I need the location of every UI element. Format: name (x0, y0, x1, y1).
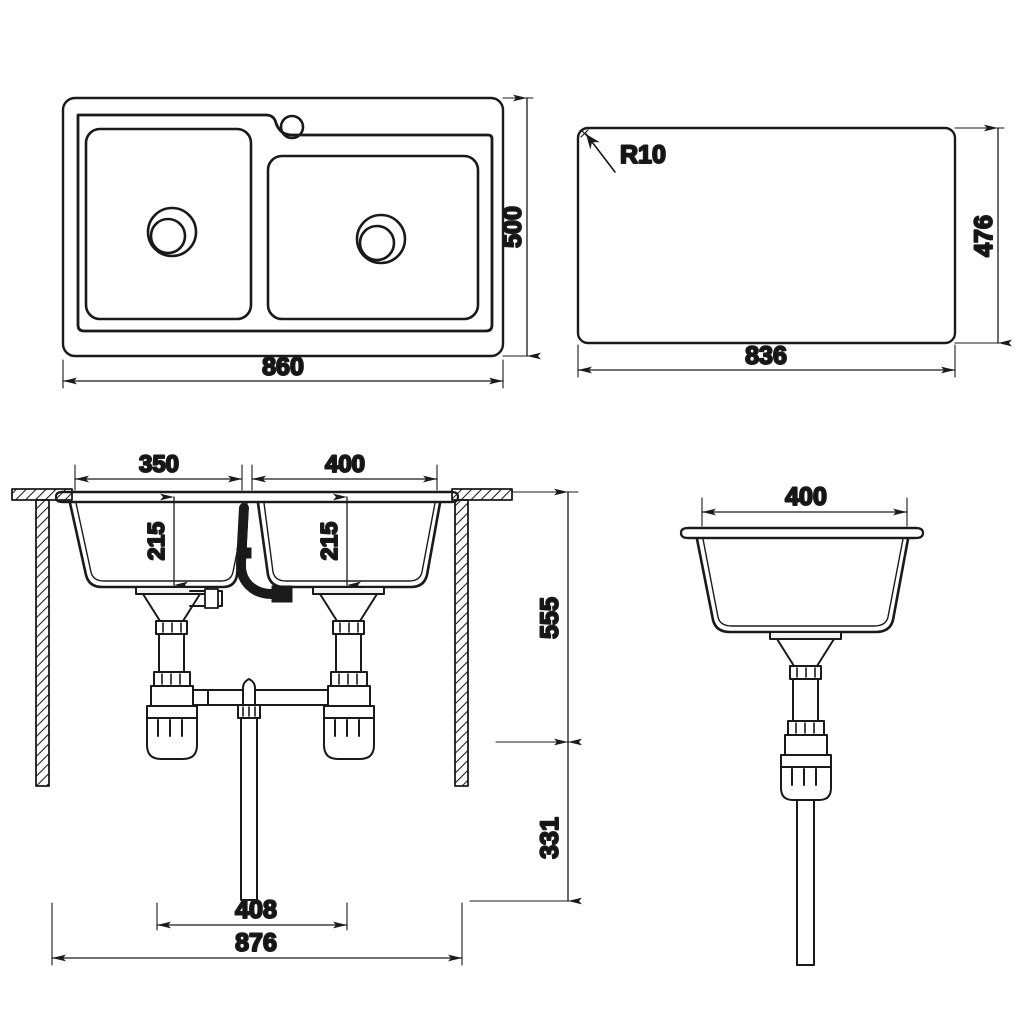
view-side-section: 400 (679, 482, 925, 966)
dimension-label-408: 408 (235, 896, 277, 924)
dimension-label-876: 876 (235, 929, 277, 957)
left-waste-assembly (135, 586, 223, 760)
side-bowl-profile (695, 537, 910, 634)
plan-outer-deck (61, 96, 505, 358)
right-drain-inner-icon (358, 224, 396, 262)
dimension-label-215-right: 215 (316, 522, 342, 561)
dimension-label-500: 500 (499, 206, 527, 248)
dimension-right-bowl-depth: 215 (315, 493, 361, 589)
dimension-left-bowl-width: 350 (74, 450, 243, 491)
right-bowl-inner (263, 502, 436, 582)
view-plan: 860 500 (61, 94, 541, 389)
left-drain-outer-icon (146, 206, 198, 258)
dimension-outlet-offset: 408 (156, 895, 348, 931)
right-bowl-profile (256, 501, 442, 589)
callout-corner-radius: R10 (580, 129, 667, 173)
plan-left-bowl (84, 127, 253, 321)
dimension-right-bowl-width: 400 (251, 450, 438, 491)
dimension-label-476: 476 (970, 215, 998, 257)
cabinet-wall-right (451, 488, 513, 787)
dimension-label-555: 555 (536, 597, 564, 639)
right-waste-assembly (312, 586, 385, 760)
dimension-left-bowl-depth: 215 (142, 493, 188, 589)
dimension-trap-to-outlet: 331 (469, 738, 582, 905)
overflow-hose (236, 503, 293, 603)
dimension-label-350: 350 (139, 451, 179, 478)
side-waste-assembly (769, 631, 842, 966)
dimension-cutout-width: 836 (577, 341, 956, 378)
dimension-label-215-left: 215 (143, 522, 169, 561)
dimension-cabinet-width: 876 (51, 902, 463, 966)
plan-right-bowl (266, 154, 480, 321)
dimension-label-331: 331 (536, 817, 564, 859)
dimension-label-400-right: 400 (785, 483, 827, 511)
outlet-pipe-assembly (237, 678, 261, 901)
dimension-top-to-trap: 555 (495, 488, 582, 746)
dimension-side-bowl-width: 400 (701, 482, 908, 527)
view-cutout: R10 836 476 (576, 124, 1012, 378)
callout-label-r10: R10 (620, 141, 666, 169)
dimension-plan-width: 860 (62, 352, 504, 389)
view-front-section: 350 400 215 215 555 331 (11, 450, 582, 966)
plan-deck-inner-contour (76, 113, 494, 333)
dimension-cutout-depth: 476 (954, 124, 1012, 347)
dimension-plan-depth: 500 (498, 94, 541, 360)
dimension-label-860: 860 (262, 353, 304, 381)
section-deck-rim (54, 490, 460, 504)
side-deck-rim (679, 526, 925, 540)
dimension-label-836: 836 (745, 342, 787, 370)
side-bowl-inner (702, 538, 904, 627)
left-drain-inner-icon (149, 217, 187, 255)
right-drain-outer-icon (355, 213, 407, 265)
dimension-label-400-left: 400 (325, 451, 365, 478)
tap-hole-icon (279, 114, 305, 140)
cabinet-wall-left (11, 488, 73, 787)
cutout-outline (576, 126, 957, 345)
cross-connection-pipe (207, 689, 314, 706)
